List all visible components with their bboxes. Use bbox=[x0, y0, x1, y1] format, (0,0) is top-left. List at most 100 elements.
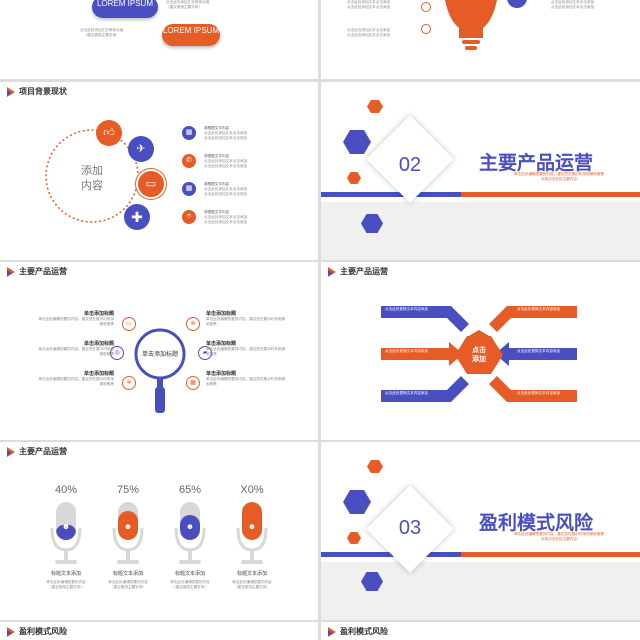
slide-product-percentages[interactable]: 主要产品运营 40%☻标题文本添加单击此处编辑您要的内容（建议使用主题字体）75… bbox=[0, 442, 318, 620]
slide-title-text: 主要产品运营 bbox=[19, 267, 67, 276]
list-item: 单击添加标题单击此处编辑您要的内容，建议您在展示时采用微软雅黑 bbox=[38, 310, 114, 340]
mic-desc: （建议使用主题字体） bbox=[48, 585, 84, 589]
pill-label: LOREM IPSUM bbox=[162, 26, 219, 35]
arrow-label: 点击此处更换文本内容添加 bbox=[517, 349, 561, 353]
slide-lorem-ipsum[interactable]: LOREM IPSUM 点击此处添加文字修饰点缀（建议使用主题字体） 点击此处添… bbox=[0, 0, 318, 79]
hexagon-orange bbox=[367, 460, 383, 473]
slide-title-text: 主要产品运营 bbox=[340, 267, 388, 276]
percent-label: X0% bbox=[240, 484, 264, 496]
mic-item: 40%☻标题文本添加单击此处编辑您要的内容（建议使用主题字体） bbox=[38, 482, 94, 618]
slide-lightbulb[interactable]: 点击此处添加文本点击添加点击此处添加文本点击添加 点击此处添加文本点击添加点击此… bbox=[321, 0, 640, 79]
mic-desc: 单击此处编辑您要的内容 bbox=[232, 580, 272, 584]
subtitle-line: 字体点击此处主要内容 bbox=[541, 177, 577, 181]
center-line: 点击 bbox=[472, 347, 486, 354]
item-heading: 请根据文字内容 bbox=[204, 210, 230, 214]
location-pin-icon: ⌾ bbox=[182, 210, 196, 224]
item-desc: 点击此处添加文本点击添加 bbox=[204, 215, 248, 219]
mic-fill bbox=[242, 502, 262, 540]
item-desc: 点击此处添加文本点击添加 bbox=[204, 192, 248, 196]
subtitle-line: 字体点击此处主要内容 bbox=[541, 537, 577, 541]
item-text: 请根据文字内容点击此处添加文本点击添加点击此处添加文本点击添加 bbox=[204, 126, 247, 154]
mic-fill bbox=[118, 511, 138, 540]
info-list: ▦ 请根据文字内容点击此处添加文本点击添加点击此处添加文本点击添加 ✆ 请根据文… bbox=[182, 126, 247, 238]
mic-item: 75%☻标题文本添加单击此处编辑您要的内容（建议使用主题字体） bbox=[100, 482, 156, 618]
item-desc: 单击此处编辑您要的内容，建议您在展示时采用微软雅黑 bbox=[38, 377, 114, 386]
slide-profit-risk-1[interactable]: 盈利模式风险 bbox=[0, 622, 318, 640]
center-hexagon bbox=[455, 336, 503, 374]
item-heading: 单击添加标题 bbox=[83, 311, 114, 317]
calendar-icon: ▦ bbox=[182, 126, 196, 140]
item-desc: 单击此处编辑您要的内容，建议您在展示时采用微软雅黑 bbox=[206, 347, 286, 356]
title-marker-icon bbox=[7, 266, 15, 277]
text-left-top: 点击此处添加文本点击添加点击此处添加文本点击添加 bbox=[347, 0, 390, 10]
gear-icon: ✲ bbox=[186, 317, 200, 331]
mic-title: 标题文本添加 bbox=[50, 571, 81, 577]
text-line: 点击此处添加文本点击添加 bbox=[551, 5, 595, 9]
item-heading: 请根据文字内容 bbox=[204, 182, 230, 186]
slide-project-background[interactable]: 项目背景现状 添加内容 👍︎ ✈ ▭ ✚ ▦ 请根据文字内容点击此处添加文本点击… bbox=[0, 82, 318, 260]
mic-title: 标题文本添加 bbox=[112, 571, 143, 577]
mic-item: X0%☻标题文本添加单击此处编辑您要的内容（建议使用主题字体） bbox=[224, 482, 280, 618]
slide-section-02[interactable]: 02 主要产品运营 单击此处编辑您要的内容，建议您在展示时采用微软雅黑字体点击此… bbox=[321, 82, 640, 260]
slide-title: 主要产品运营 bbox=[328, 266, 388, 277]
small-ring-icon bbox=[421, 24, 431, 34]
left-items: 单击添加标题单击此处编辑您要的内容，建议您在展示时采用微软雅黑 单击添加标题单击… bbox=[38, 310, 114, 400]
arrow-label: 点击此处更换文本内容添加 bbox=[385, 391, 429, 395]
orange-stripe bbox=[461, 552, 640, 557]
item-desc: 单击此处编辑您要的内容，建议您在展示时采用微软雅黑 bbox=[206, 317, 286, 326]
mic-title: 标题文本添加 bbox=[174, 571, 205, 577]
arrow-label: 点击此处更换文本内容添加 bbox=[517, 307, 561, 311]
gear-icon: ✲ bbox=[122, 376, 136, 390]
hexagon-blue bbox=[361, 214, 383, 233]
item-heading: 请根据文字内容 bbox=[204, 126, 230, 130]
item-heading: 单击添加标题 bbox=[206, 371, 237, 377]
mic-fill bbox=[56, 525, 76, 540]
mic-body: ☻ bbox=[118, 502, 138, 540]
pill-label: LOREM IPSUM bbox=[96, 0, 153, 8]
slide-product-arrows[interactable]: 主要产品运营 点击添加 点击此处更换文本内容添加 点击此处更换文本内容添加 点击… bbox=[321, 262, 640, 440]
item-text: 请根据文字内容点击此处添加文本点击添加点击此处添加文本点击添加 bbox=[204, 210, 247, 238]
mic-body: ☻ bbox=[242, 502, 262, 540]
text-line: 点击此处添加文本点击添加 bbox=[347, 33, 391, 37]
mic-stand-icon bbox=[50, 527, 82, 564]
mic-desc: 单击此处编辑您要的内容 bbox=[46, 580, 86, 584]
item-desc: 点击此处添加文本点击添加 bbox=[204, 159, 248, 163]
center-line: 添加 bbox=[81, 165, 103, 177]
item-heading: 单击添加标题 bbox=[83, 341, 114, 347]
percent-label: 40% bbox=[54, 484, 78, 496]
list-item: ▦ 请根据文字内容点击此处添加文本点击添加点击此处添加文本点击添加 bbox=[182, 182, 247, 210]
list-item: 单击添加标题单击此处编辑您要的内容，建议您在展示时采用微软雅黑 bbox=[38, 340, 114, 370]
mic-body: ☻ bbox=[180, 502, 200, 540]
item-desc: 单击此处编辑您要的内容，建议您在展示时采用微软雅黑 bbox=[206, 377, 286, 386]
truck-icon: ▰ bbox=[198, 346, 212, 360]
calendar-icon: ▦ bbox=[186, 376, 200, 390]
plus-icon: ✚ bbox=[124, 204, 150, 230]
item-desc: 点击此处添加文本点击添加 bbox=[204, 187, 248, 191]
section-number: 02 bbox=[398, 154, 422, 176]
item-desc: 点击此处添加文本点击添加 bbox=[204, 164, 248, 168]
title-marker-icon bbox=[7, 626, 15, 637]
slide-profit-risk-2[interactable]: 盈利模式风险 bbox=[321, 622, 640, 640]
text-line: 点击此处添加文字修饰点缀 bbox=[80, 28, 124, 32]
text-line: 点击此处添加文字修饰点缀 bbox=[166, 0, 210, 4]
center-line: 添加 bbox=[472, 356, 486, 363]
user-icon: ☻ bbox=[247, 522, 257, 531]
text-block-2: 点击此处添加文字修饰点缀（建议使用主题字体） bbox=[80, 28, 123, 38]
bottom-band bbox=[321, 562, 640, 620]
section-subtitle: 单击此处编辑您要的内容，建议您在展示时采用微软雅黑字体点击此处主要内容 bbox=[479, 172, 639, 182]
slide-title: 盈利模式风险 bbox=[328, 626, 388, 637]
slide-product-magnifier[interactable]: 主要产品运营 单击添加标题 ▭ ◎ ✲ ✲ ▰ ▦ 单击添加标题单击此处编辑您要… bbox=[0, 262, 318, 440]
section-number: 03 bbox=[398, 517, 422, 539]
slide-title: 主要产品运营 bbox=[7, 266, 67, 277]
mic-desc: （建议使用主题字体） bbox=[172, 585, 208, 589]
hexagon-blue bbox=[343, 490, 371, 514]
slide-section-03[interactable]: 03 盈利模式风险 单击此处编辑您要的内容，建议您在展示时采用微软雅黑字体点击此… bbox=[321, 442, 640, 620]
hexagon-blue bbox=[361, 572, 383, 591]
subtitle-line: 单击此处编辑您要的内容，建议您在展示时采用微软雅黑 bbox=[514, 172, 604, 176]
magnifier-label: 单击添加标题 bbox=[141, 352, 178, 358]
item-heading: 单击添加标题 bbox=[206, 311, 237, 317]
text-line: （建议使用主题字体） bbox=[83, 33, 120, 37]
slide-title-text: 主要产品运营 bbox=[19, 447, 67, 456]
slide-title-text: 盈利模式风险 bbox=[340, 627, 388, 636]
mic-desc: （建议使用主题字体） bbox=[110, 585, 146, 589]
